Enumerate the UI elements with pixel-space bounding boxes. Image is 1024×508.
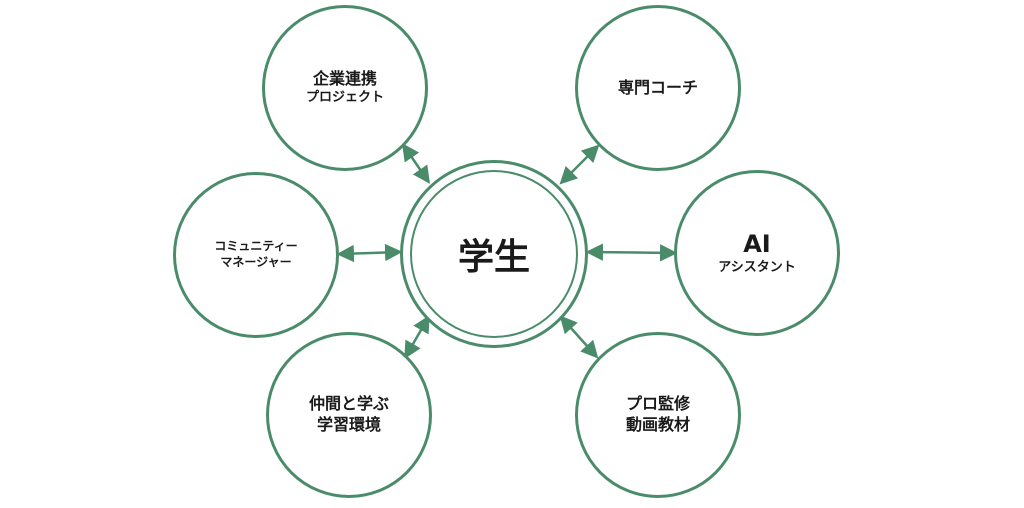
node-coach: 専門コーチ — [575, 5, 741, 171]
arrow-peers — [404, 314, 430, 360]
arrow-ai — [585, 243, 678, 262]
node-industry-projects: 企業連携 プロジェクト — [262, 5, 428, 171]
student-label: 学生 — [457, 237, 530, 278]
node-video-materials: プロ監修 動画教材 — [575, 332, 741, 498]
node-peer-learning: 仲間と学ぶ 学習環境 — [266, 332, 432, 498]
node-videos-line2: 動画教材 — [625, 415, 690, 434]
node-community-line2: マネージャー — [220, 255, 292, 269]
arrow-videos — [559, 315, 599, 359]
student-circle: 学生 — [410, 170, 578, 338]
node-ai-line1: AI — [743, 229, 771, 258]
arrow-coach — [559, 144, 600, 185]
arrow-industry — [402, 143, 430, 184]
node-videos-line1: プロ監修 — [625, 394, 690, 414]
node-peers-line2: 学習環境 — [316, 415, 381, 434]
node-community-line1: コミュニティー — [214, 239, 298, 254]
node-industry-line1: 企業連携 — [312, 69, 377, 89]
node-industry-line2: プロジェクト — [305, 89, 384, 105]
arrow-community — [336, 243, 403, 263]
node-ai-assistant: AI アシスタント — [674, 170, 840, 336]
node-community-manager: コミュニティー マネージャー — [173, 172, 339, 338]
node-coach-line1: 専門コーチ — [617, 77, 698, 97]
node-peers-line1: 仲間と学ぶ — [308, 394, 389, 414]
node-ai-line2: アシスタント — [718, 260, 796, 276]
